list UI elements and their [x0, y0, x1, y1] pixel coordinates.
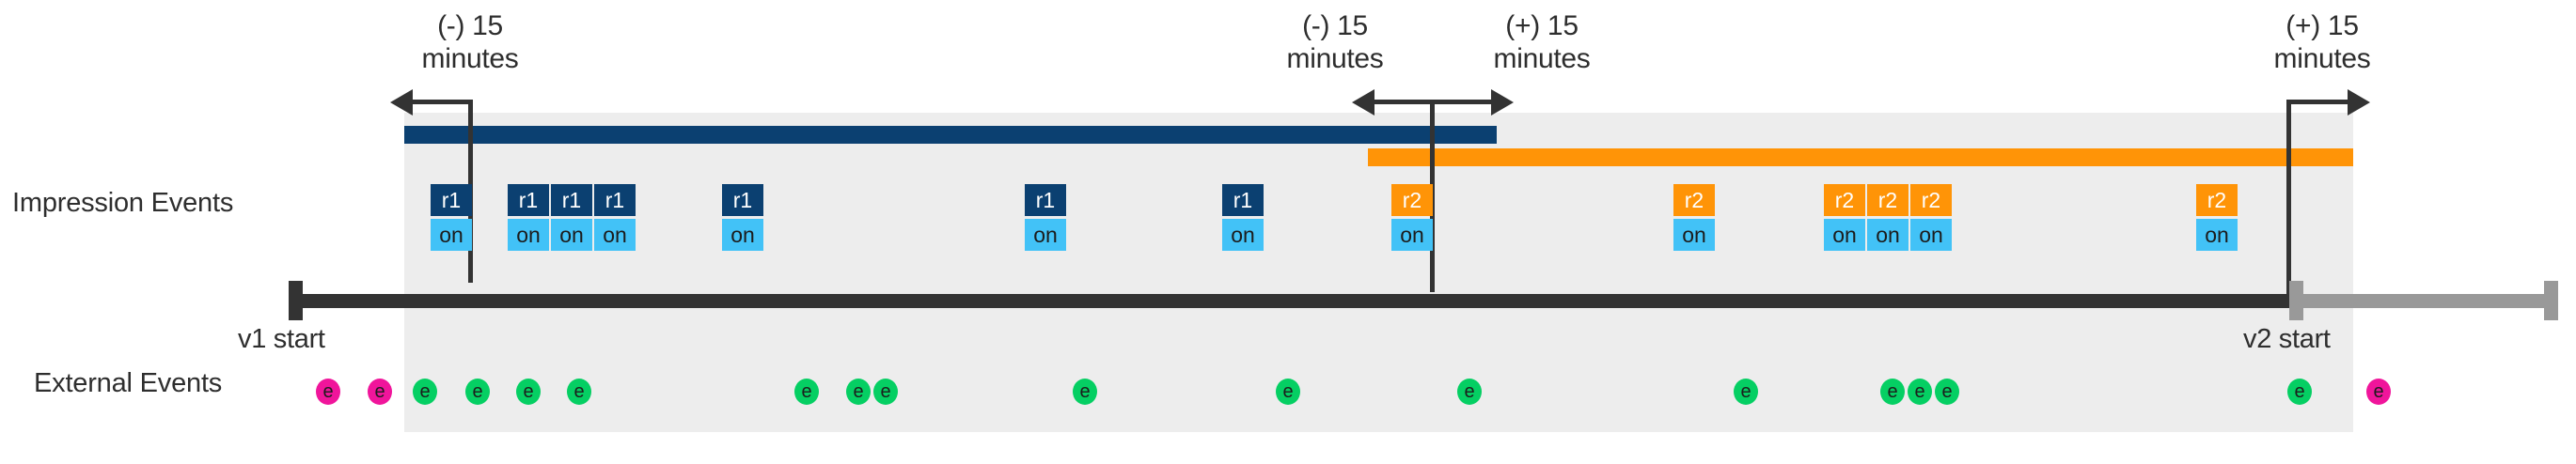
impression-version-chip[interactable]: r2	[2196, 184, 2238, 216]
impression-version-chip[interactable]: r1	[594, 184, 636, 216]
impression-status-chip[interactable]: on	[594, 219, 636, 251]
impression-status-chip[interactable]: on	[551, 219, 592, 251]
impression-version-chip[interactable]: r2	[1824, 184, 1865, 216]
v1-start-label: v1 start	[238, 324, 325, 354]
callout-offset-unit: minutes	[421, 43, 519, 75]
impression-status-chip[interactable]: on	[1673, 219, 1715, 251]
impression-status-chip[interactable]: on	[722, 219, 763, 251]
external-event-dot[interactable]: e	[794, 379, 819, 405]
arrow-v1-window-end-shaft	[1373, 100, 1432, 104]
timeline-end-cap	[2544, 281, 2558, 320]
impression-status-chip[interactable]: on	[1824, 219, 1865, 251]
arrow-v1-window-end-head	[1352, 89, 1374, 116]
callout-offset-value: (-) 15	[1302, 10, 1368, 41]
impression-version-chip[interactable]: r1	[1222, 184, 1264, 216]
external-event-dot[interactable]: e	[2287, 379, 2312, 405]
impression-status-chip[interactable]: on	[2196, 219, 2238, 251]
timeline-v2-start-cap	[2289, 281, 2303, 320]
arrow-v2-window-start-head	[1491, 89, 1514, 116]
v2-start-label: v2 start	[2243, 324, 2331, 354]
impression-version-chip[interactable]: r1	[508, 184, 549, 216]
external-event-dot[interactable]: e	[1457, 379, 1482, 405]
impression-status-chip[interactable]: on	[431, 219, 472, 251]
connector-line-v2-start	[2286, 100, 2291, 302]
external-event-dot[interactable]: e	[1276, 379, 1300, 405]
timeline-future-segment	[2289, 294, 2552, 308]
external-event-dot[interactable]: e	[2366, 379, 2391, 405]
external-event-dot[interactable]: e	[1880, 379, 1905, 405]
impression-version-chip[interactable]: r1	[551, 184, 592, 216]
external-event-dot[interactable]: e	[413, 379, 437, 405]
impression-version-chip[interactable]: r2	[1391, 184, 1433, 216]
arrow-v1-window-start-shaft	[411, 100, 470, 104]
impression-events-row-label: Impression Events	[12, 188, 234, 218]
impression-version-chip[interactable]: r1	[722, 184, 763, 216]
external-event-dot[interactable]: e	[516, 379, 541, 405]
arrow-v2-window-end-head	[2348, 89, 2370, 116]
callout-offset-unit: minutes	[1493, 43, 1591, 75]
impression-status-chip[interactable]: on	[1025, 219, 1066, 251]
v1-duration-bar	[404, 126, 1497, 144]
impression-status-chip[interactable]: on	[1867, 219, 1908, 251]
external-event-dot[interactable]: e	[873, 379, 898, 405]
impression-version-chip[interactable]: r2	[1867, 184, 1908, 216]
external-event-dot[interactable]: e	[368, 379, 392, 405]
external-events-row-label: External Events	[34, 368, 223, 398]
external-event-dot[interactable]: e	[567, 379, 591, 405]
impression-version-chip[interactable]: r2	[1673, 184, 1715, 216]
callout-offset-unit: minutes	[2273, 43, 2371, 75]
timeline-start-cap	[289, 281, 303, 320]
callout-offset-value: (+) 15	[2285, 10, 2359, 41]
impression-version-chip[interactable]: r2	[1910, 184, 1952, 216]
arrow-v1-window-start-head	[390, 89, 413, 116]
external-event-dot[interactable]: e	[846, 379, 871, 405]
external-event-dot[interactable]: e	[1935, 379, 1959, 405]
impression-status-chip[interactable]: on	[1222, 219, 1264, 251]
arrow-v2-window-start-shaft	[1432, 100, 1491, 104]
external-event-dot[interactable]: e	[465, 379, 490, 405]
impression-status-chip[interactable]: on	[508, 219, 549, 251]
external-event-dot[interactable]: e	[1734, 379, 1758, 405]
external-event-dot[interactable]: e	[1908, 379, 1932, 405]
impression-version-chip[interactable]: r1	[1025, 184, 1066, 216]
impression-status-chip[interactable]: on	[1910, 219, 1952, 251]
v2-duration-bar	[1368, 148, 2353, 166]
callout-offset-value: (+) 15	[1505, 10, 1579, 41]
arrow-v2-window-end-shaft	[2288, 100, 2348, 104]
timeline-active-segment	[289, 294, 2294, 308]
impression-version-chip[interactable]: r1	[431, 184, 472, 216]
impression-status-chip[interactable]: on	[1391, 219, 1433, 251]
callout-offset-unit: minutes	[1286, 43, 1384, 75]
callout-offset-value: (-) 15	[437, 10, 503, 41]
external-event-dot[interactable]: e	[1073, 379, 1097, 405]
external-event-dot[interactable]: e	[316, 379, 340, 405]
